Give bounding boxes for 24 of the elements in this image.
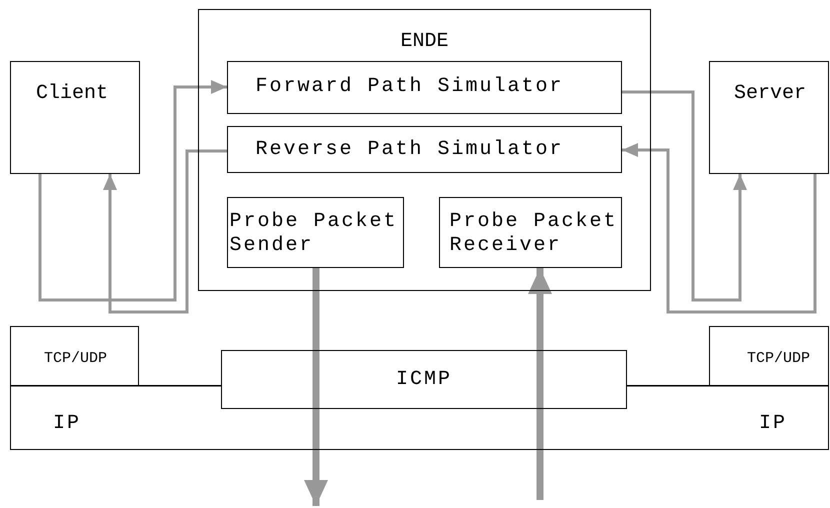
- arrow: [622, 143, 816, 314]
- process-box: [226, 60, 622, 114]
- group-title: ENDE: [399, 30, 450, 54]
- group-box: [198, 9, 651, 291]
- process-box: [226, 196, 404, 268]
- arrow: [103, 150, 227, 314]
- layer-label: TCP/UDP: [44, 349, 108, 369]
- node-label: Reverse Path Simulator: [256, 138, 564, 162]
- arrow: [622, 90, 747, 302]
- layer-label: ICMP: [394, 368, 453, 392]
- layer-label: TCP/UDP: [747, 349, 810, 369]
- layer-label: IP: [53, 412, 82, 436]
- node-label: Probe Packet Sender: [230, 210, 399, 258]
- node-label: Client: [36, 82, 108, 106]
- node-label: Probe Packet Receiver: [450, 210, 619, 258]
- node-label: Server: [734, 82, 806, 106]
- arrow: [38, 80, 227, 302]
- node-label: Forward Path Simulator: [256, 74, 564, 98]
- process-box: [709, 61, 829, 174]
- layer-band: [10, 385, 829, 450]
- process-box: [10, 61, 140, 174]
- process-box: [226, 126, 622, 172]
- layer-label: IP: [759, 412, 788, 436]
- process-box: [438, 196, 622, 268]
